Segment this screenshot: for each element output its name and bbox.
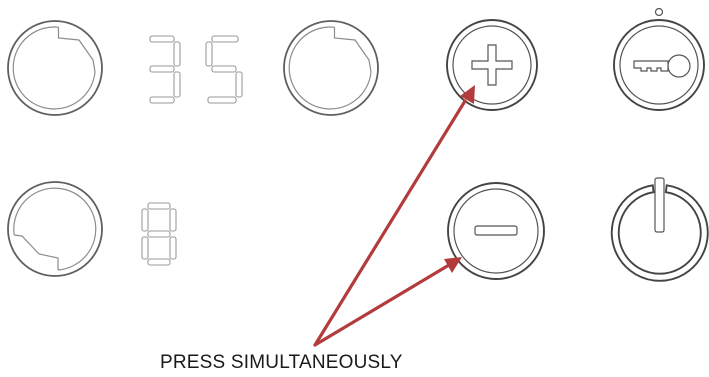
zone-selector-top-center[interactable] — [283, 20, 379, 116]
simultaneous-press-arrows — [313, 85, 475, 347]
minus-icon — [474, 225, 518, 236]
key-lock-button[interactable] — [613, 7, 705, 111]
zone-selector-top-left[interactable] — [7, 20, 103, 116]
seven-segment-digit-5 — [205, 35, 243, 104]
lock-indicator-dot — [654, 7, 664, 17]
key-icon — [633, 54, 691, 78]
minus-button[interactable] — [447, 182, 545, 280]
arrow-to-minus — [313, 263, 451, 347]
seven-segment-digit-8 — [141, 202, 177, 266]
power-icon — [610, 184, 709, 282]
plus-icon — [471, 44, 513, 86]
instruction-caption: PRESS SIMULTANEOUSLY — [160, 352, 403, 373]
power-button[interactable] — [610, 177, 709, 282]
arrow-to-plus — [313, 99, 467, 347]
zone-selector-bottom-left[interactable] — [7, 181, 103, 277]
seven-segment-digit-3 — [149, 35, 181, 104]
plus-button[interactable] — [446, 19, 538, 111]
